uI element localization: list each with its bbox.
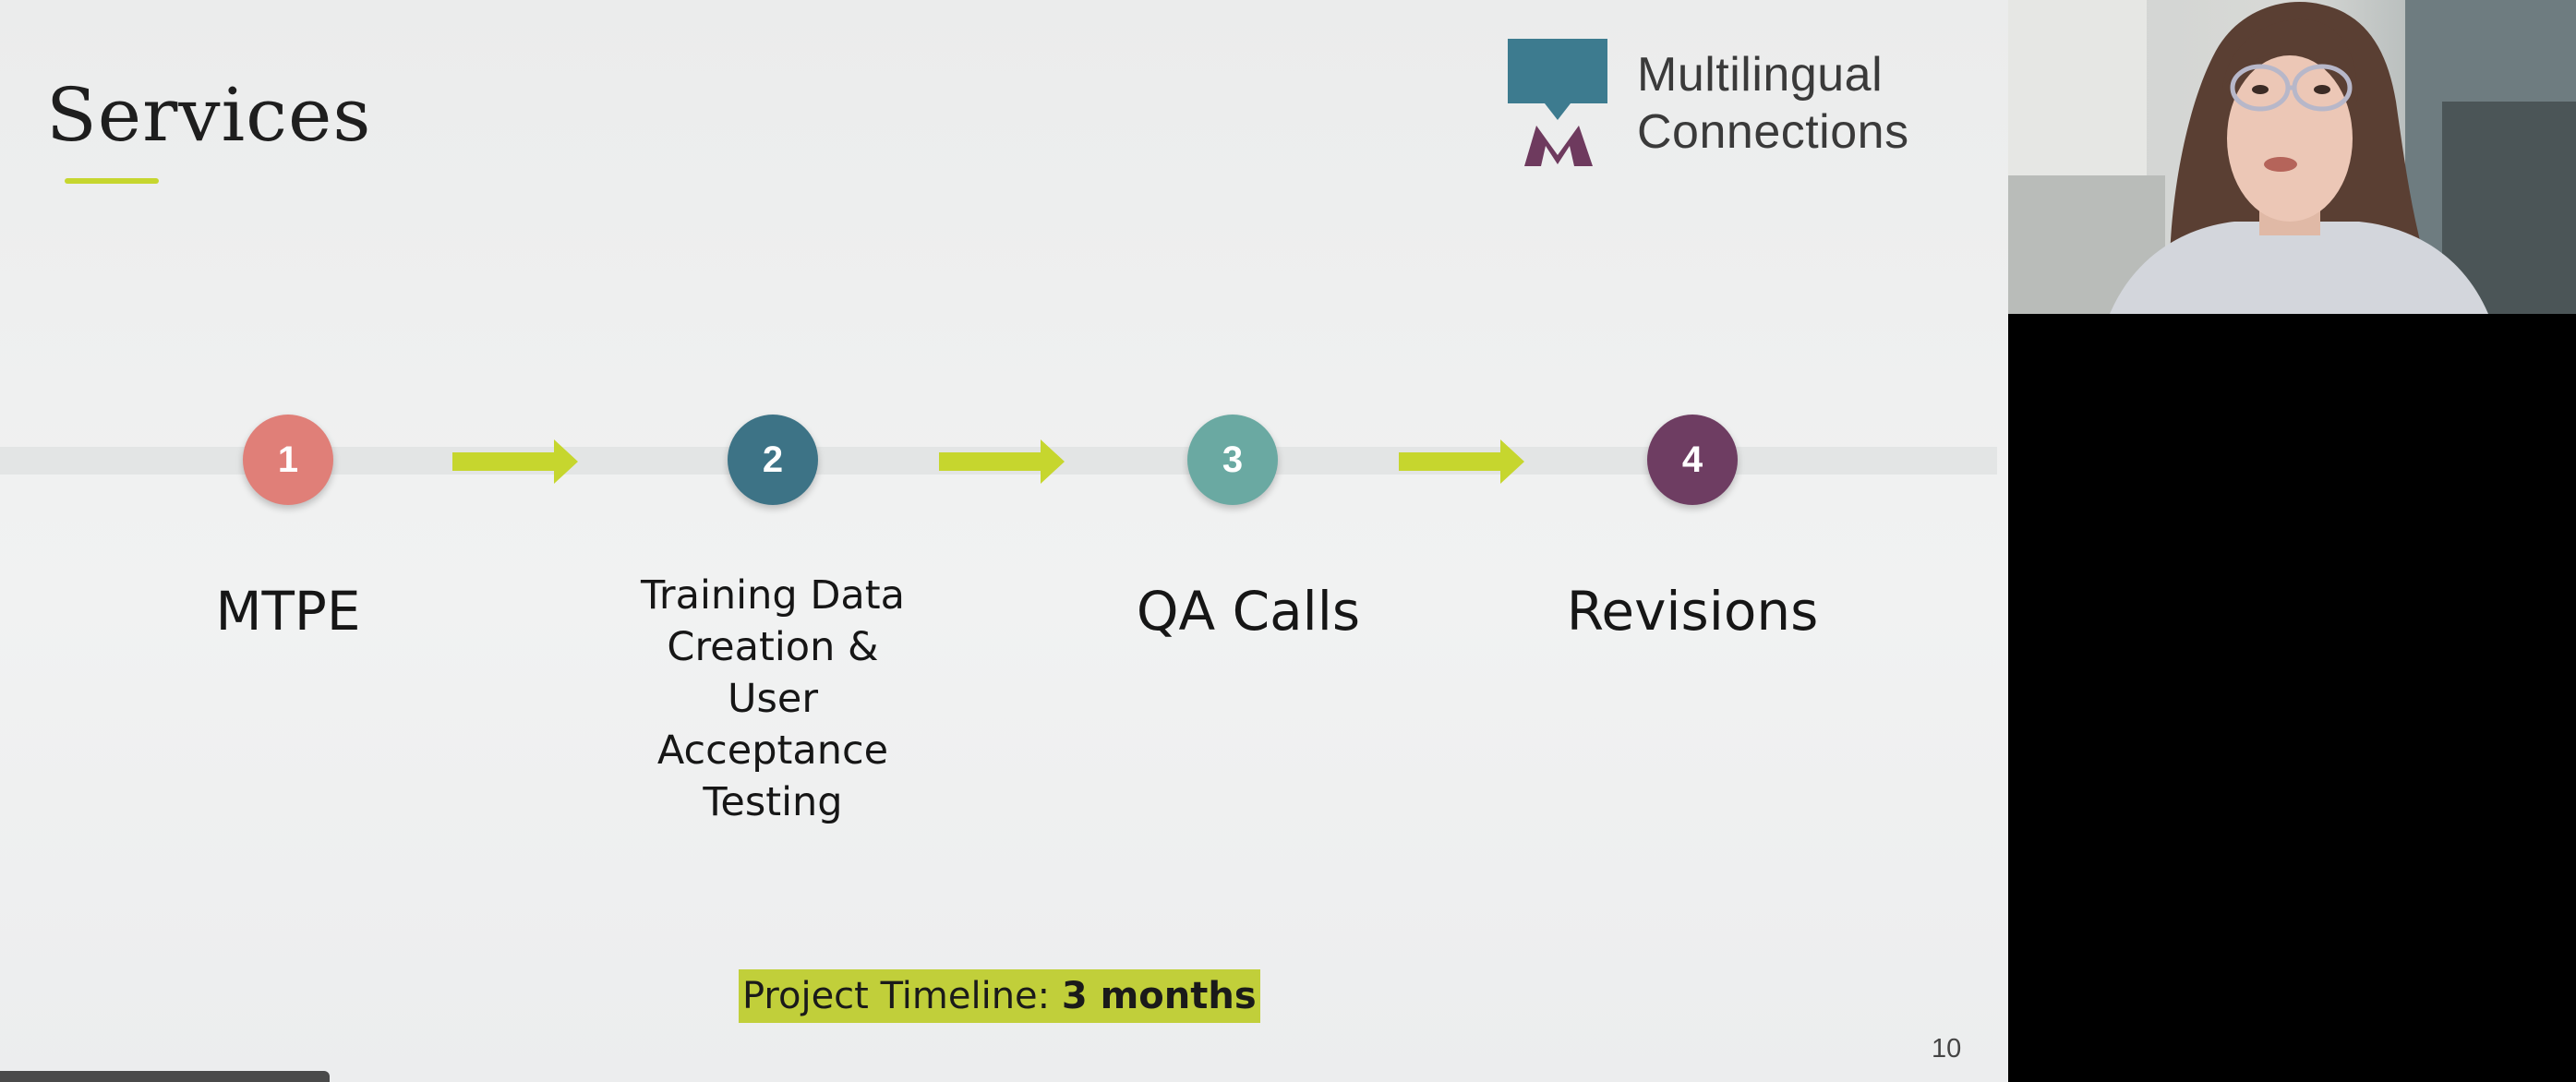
step-3-circle: 3 — [1187, 415, 1278, 505]
step-3-label: QA Calls — [1136, 580, 1361, 643]
logo-mark-icon — [1508, 39, 1607, 166]
logo-text: Multilingual Connections — [1637, 46, 1909, 161]
step-2-circle: 2 — [728, 415, 818, 505]
project-timeline-prefix: Project Timeline: — [742, 975, 1062, 1017]
webcam-participant — [2008, 0, 2576, 314]
participant-video-panel — [2008, 0, 2576, 1082]
company-logo: Multilingual Connections — [1508, 37, 1942, 175]
step-2-label-line: Acceptance — [656, 727, 889, 774]
right-arrow-icon — [939, 439, 1065, 484]
project-timeline-value: 3 months — [1061, 975, 1257, 1017]
step-1-circle: 1 — [243, 415, 333, 505]
step-4-label: Revisions — [1566, 580, 1819, 643]
project-timeline-highlight: Project Timeline: 3 months — [739, 969, 1260, 1023]
presentation-slide: Services Multilingual Connections 1 2 3 … — [0, 0, 2008, 1082]
step-2-label-line: Training Data — [640, 572, 905, 619]
step-1-label: MTPE — [215, 580, 361, 643]
right-arrow-icon — [452, 439, 578, 484]
right-arrow-icon — [1399, 439, 1524, 484]
step-2-label-line: Testing — [703, 779, 843, 825]
logo-line-2: Connections — [1637, 105, 1909, 159]
slide-page-number: 10 — [1932, 1034, 1962, 1064]
title-underline — [65, 178, 159, 184]
step-2-label-line: User — [727, 676, 818, 722]
step-2-label-line: Creation & — [667, 624, 879, 670]
slide-title: Services — [46, 72, 372, 158]
logo-line-1: Multilingual — [1637, 48, 1884, 102]
video-progress-strip[interactable] — [0, 1071, 330, 1082]
step-2-label: Training Data Creation & User Acceptance… — [588, 570, 957, 828]
step-4-circle: 4 — [1647, 415, 1738, 505]
